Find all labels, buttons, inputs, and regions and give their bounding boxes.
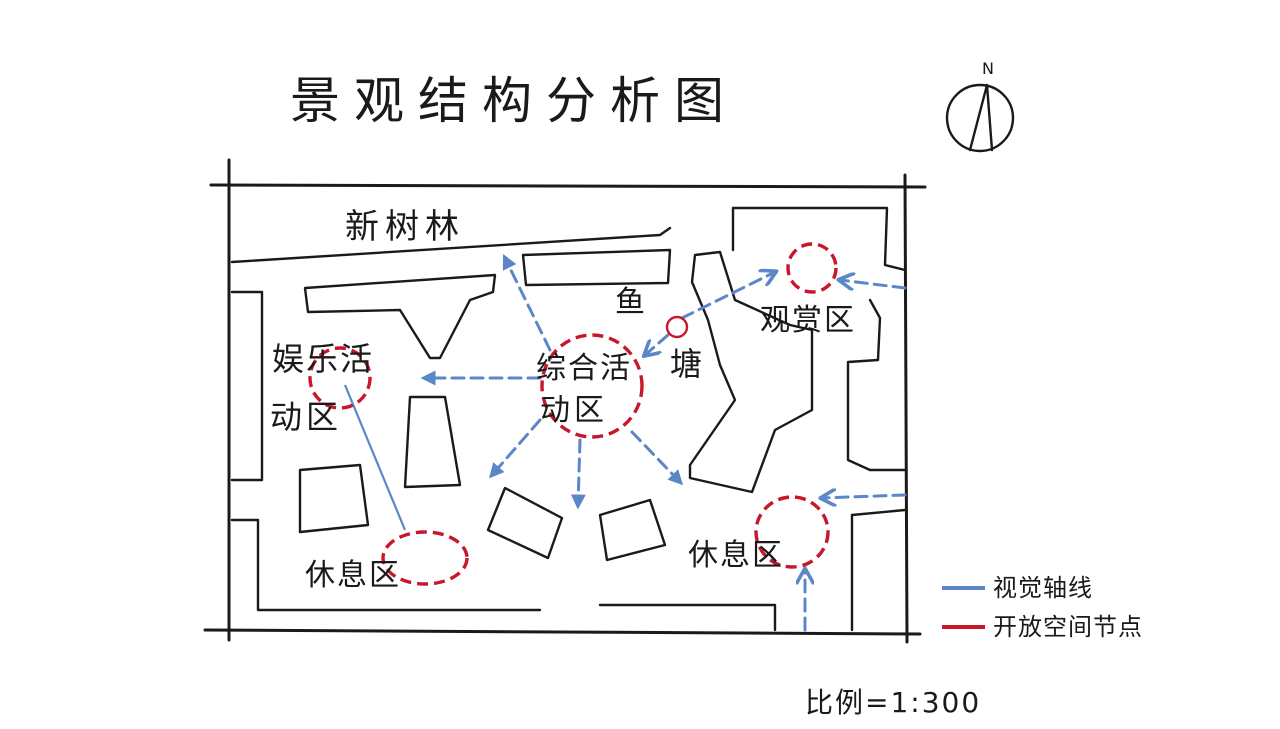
label-comprehensive-2: 动区 [540,393,608,428]
node-viewing [786,242,838,294]
node-entertainment [308,346,372,410]
label-rest-left: 休息区 [305,558,401,593]
axis-to-square-left [489,418,542,479]
node-rest-left [381,530,469,586]
axis-entry-viewing [840,280,907,288]
axis-ent-to-rest [343,384,407,531]
legend-label-axis: 视觉轴线 [993,574,1093,602]
axis-pond-to-center [645,333,670,355]
axis-entry-rest [822,495,907,498]
label-entertainment-1: 娱乐活 [272,340,374,378]
axis-to-square-center [570,438,586,510]
legend-label-node: 开放空间节点 [993,613,1143,641]
axis-to-square-right [630,430,684,486]
axis-pond-to-viewing [680,272,775,320]
scale-label: 比例=1:300 [805,686,981,719]
label-pond-bottom: 塘 [670,345,702,383]
diagram-title: 景观结构分析图 [290,72,738,130]
site-boundary [203,158,927,644]
legend: 视觉轴线 开放空间节点 [942,574,1143,641]
label-rest-right: 休息区 [688,538,784,573]
node-comprehensive [540,333,644,439]
axis-to-grove [502,253,552,352]
north-label: N [982,59,994,78]
plan-outlines [230,206,907,632]
label-viewing: 观赏区 [760,303,856,338]
open-space-nodes [308,242,838,586]
label-entertainment-2: 动区 [270,398,342,436]
north-arrow-icon: N [945,59,1015,153]
label-grove: 新树林 [345,207,465,247]
label-comprehensive-1: 综合活 [536,351,632,386]
node-pond [665,315,689,339]
visual-axes [343,253,907,632]
node-rest-right [754,495,830,569]
label-pond-top: 鱼 [615,285,645,320]
